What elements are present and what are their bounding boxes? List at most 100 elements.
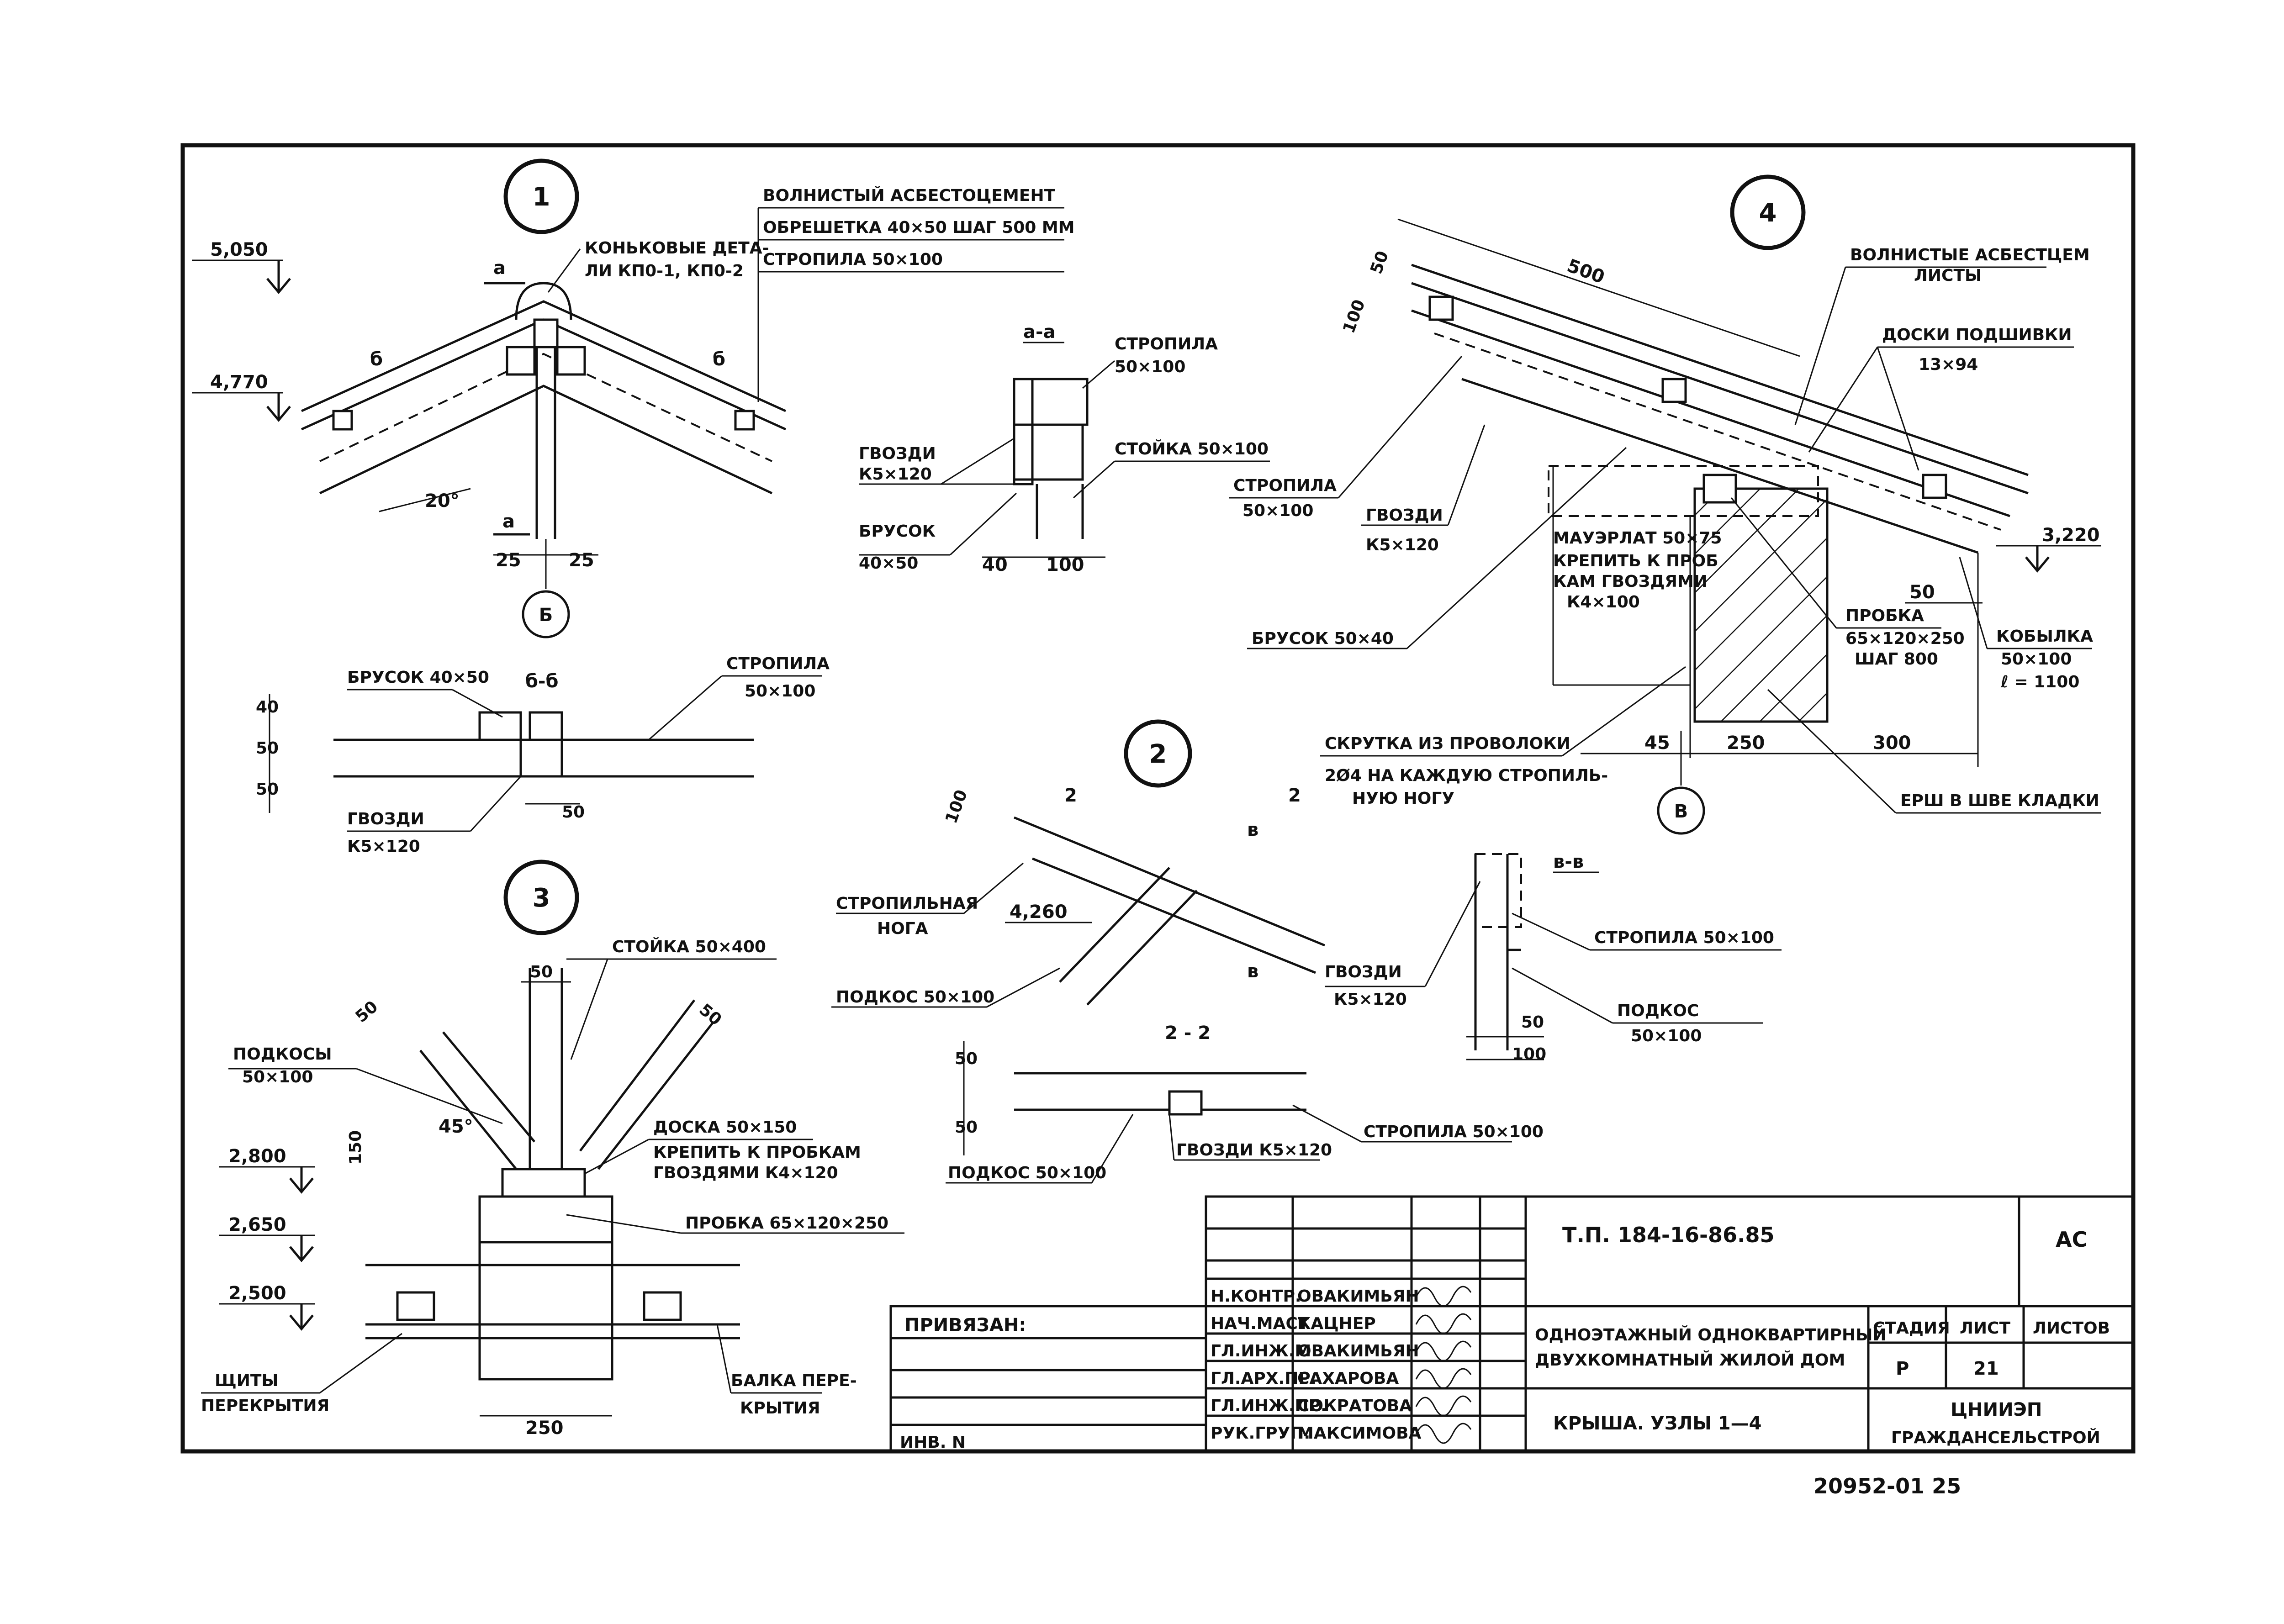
node-4-rafter-2: 50×100 [1242, 501, 1313, 520]
node-3-beam-2: КРЫТИЯ [740, 1399, 820, 1418]
section-22-title: 2 - 2 [1165, 1023, 1211, 1044]
node-3-dim-brace-left: 50 [352, 997, 382, 1027]
node-4-mauerlat-2: КРЕПИТЬ К ПРОБ [1553, 552, 1718, 570]
node-4-twist-1: СКРУТКА ИЗ ПРОВОЛОКИ [1325, 734, 1570, 753]
section-22-dim-1: 50 [955, 1049, 978, 1068]
section-aa-dim-1: 40 [982, 554, 1008, 575]
section-bb-rafter-1: СТРОПИЛА [726, 654, 830, 673]
node-4-elev: 3,220 [2042, 525, 2100, 546]
node-3-shields-1: ЩИТЫ [215, 1371, 279, 1390]
stamp-sheet-label: ЛИСТ [1960, 1319, 2010, 1338]
stamp-inv: ИНВ. N [900, 1433, 966, 1452]
node-2-sec-v-bottom: в [1247, 961, 1258, 982]
section-aa-title: а-а [1023, 322, 1056, 343]
node-3-beam-1: БАЛКА ПЕРЕ- [731, 1371, 857, 1390]
section-aa-dim-2: 100 [1046, 554, 1084, 575]
node-4-plug-3: ШАГ 800 [1855, 650, 1938, 669]
section-bb-title: б-б [525, 671, 558, 692]
section-vv-dim-1: 50 [1521, 1013, 1544, 1032]
node-1-layer-3: СТРОПИЛА 50×100 [763, 250, 943, 269]
node-1-ridge-line-1: КОНЬКОВЫЕ ДЕТА- [585, 239, 769, 258]
node-1-axis-bubble [522, 590, 570, 638]
node-1-elev-top: 5,050 [210, 239, 268, 260]
node-3-elev-2: 2,650 [228, 1214, 286, 1235]
node-4-dim-50b: 50 [1909, 582, 1935, 603]
node-4-kobylka-1: КОБЫЛКА [1996, 627, 2093, 646]
node-3-braces-1: ПОДКОСЫ [233, 1045, 332, 1064]
section-aa-nails-1: ГВОЗДИ [859, 444, 936, 463]
stamp-org-2: ГРАЖДАНСЕЛЬСТРОЙ [1891, 1428, 2100, 1447]
node-1-ridge-line-2: ЛИ КП0-1, КП0-2 [585, 262, 744, 280]
node-3-dim-post: 50 [530, 963, 553, 981]
stamp-sheet-title: КРЫША. УЗЛЫ 1—4 [1553, 1413, 1761, 1434]
node-4-axis-bubble [1657, 786, 1705, 835]
node-4-sheets-2: ЛИСТЫ [1914, 266, 1982, 285]
section-bb-dim-v3: 50 [256, 780, 279, 799]
node-4-dim-250: 250 [1727, 733, 1765, 754]
node-4-mauerlat-3: КАМ ГВОЗДЯМИ [1553, 572, 1708, 591]
node-2-number: 2 [1149, 739, 1167, 769]
stamp-name-3: ОВАКИМЬЯН [1297, 1342, 1419, 1360]
node-2: 2 2 2 в в 4,260 100 СТРОПИЛЬНАЯ НОГА ПОД… [831, 719, 1325, 1008]
section-vv-rafter: СТРОПИЛА 50×100 [1594, 928, 1774, 947]
node-3-number: 3 [533, 883, 550, 913]
section-aa-rafter-2: 50×100 [1115, 358, 1185, 376]
node-1-layer-1: ВОЛНИСТЫЙ АСБЕСТОЦЕМЕНТ [763, 186, 1056, 205]
section-bb-nails-1: ГВОЗДИ [347, 810, 424, 828]
title-block: Т.П. 184-16-86.85 АС ПРИВЯЗАН: ИНВ. N Н.… [889, 1195, 2135, 1454]
section-bb: б-б 40 50 50 50 БРУСОК 40×50 СТРОПИЛА 50… [256, 654, 830, 856]
node-4-number: 4 [1759, 198, 1777, 228]
section-bb-rafter-2: 50×100 [745, 682, 815, 701]
node-1-section-a-top: а [493, 258, 506, 279]
stamp-name-6: МАКСИМОВА [1297, 1424, 1422, 1443]
node-4-mauerlat-1: МАУЭРЛАТ 50×75 [1553, 529, 1722, 548]
node-4-dim-300: 300 [1873, 733, 1911, 754]
section-bb-dim-v2: 50 [256, 739, 279, 758]
node-4-bubble [1730, 174, 1806, 250]
node-2-sec-v-top: в [1247, 819, 1258, 840]
node-1-layer-2: ОБРЕШЕТКА 40×50 ШАГ 500 ММ [763, 218, 1075, 237]
node-1-number: 1 [533, 182, 550, 212]
node-3-elev-3: 2,500 [228, 1283, 286, 1304]
stamp-role-3: ГЛ.ИНЖ.М. [1211, 1342, 1317, 1360]
node-1-section-a-bottom: а [502, 511, 515, 532]
stamp-doc-code: Т.П. 184-16-86.85 [1562, 1223, 1775, 1247]
section-bb-nails-2: К5×120 [347, 837, 420, 856]
node-3-braces-2: 50×100 [242, 1068, 313, 1086]
section-22-brace: ПОДКОС 50×100 [948, 1164, 1106, 1182]
stamp-name-1: ОВАКИМЬЯН [1297, 1287, 1419, 1306]
node-1-angle: 20° [425, 490, 460, 511]
node-2-elev: 4,260 [1010, 902, 1068, 923]
node-3-plug: ПРОБКА 65×120×250 [685, 1214, 888, 1233]
node-3-post: СТОЙКА 50×400 [612, 937, 766, 956]
node-4-mauerlat-4: К4×100 [1567, 593, 1640, 612]
section-bb-dim-h: 50 [562, 803, 585, 822]
node-3-elev-1: 2,800 [228, 1146, 286, 1167]
node-3-dim-board: 150 [346, 1130, 365, 1165]
stamp-project-1: ОДНОЭТАЖНЫЙ ОДНОКВАРТИРНЫЙ [1535, 1325, 1887, 1345]
node-4-kobylka-3: ℓ = 1100 [2000, 673, 2079, 691]
stamp-name-2: КАЦНЕР [1297, 1314, 1376, 1333]
stamp-role-6: РУК.ГРУП. [1211, 1424, 1310, 1443]
node-3-angle: 45° [439, 1116, 473, 1137]
node-4-nails-2: К5×120 [1366, 536, 1439, 554]
section-vv-title: в-в [1553, 851, 1584, 872]
node-4-boards-1: ДОСКИ ПОДШИВКИ [1882, 326, 2072, 344]
node-3-board-2: КРЕПИТЬ К ПРОБКАМ [653, 1143, 861, 1162]
section-vv-brace-2: 50×100 [1631, 1027, 1702, 1045]
node-1-bubble [503, 158, 579, 234]
section-aa-post: СТОЙКА 50×100 [1115, 439, 1269, 459]
node-1: 1 5,050 4,770 а а б б 20° 2 [192, 158, 1075, 638]
node-4-boards-2: 13×94 [1919, 355, 1978, 374]
section-22-nails: ГВОЗДИ К5×120 [1176, 1141, 1332, 1160]
stamp-stage: Р [1896, 1358, 1909, 1379]
node-3-dim-brace-right: 50 [695, 1000, 725, 1029]
node-3-board-1: ДОСКА 50×150 [653, 1118, 797, 1137]
stamp-project-2: ДВУХКОМНАТНЫЙ ЖИЛОЙ ДОМ [1535, 1350, 1845, 1370]
stamp-role-2: НАЧ.МАСТ [1211, 1314, 1309, 1333]
stamp-sheet: 21 [1973, 1358, 1999, 1379]
node-4-dim-50: 50 [1367, 248, 1392, 276]
section-vv-nails-2: К5×120 [1334, 990, 1407, 1009]
section-22-rafter: СТРОПИЛА 50×100 [1364, 1123, 1544, 1141]
node-1-section-b-right: б [713, 349, 725, 370]
